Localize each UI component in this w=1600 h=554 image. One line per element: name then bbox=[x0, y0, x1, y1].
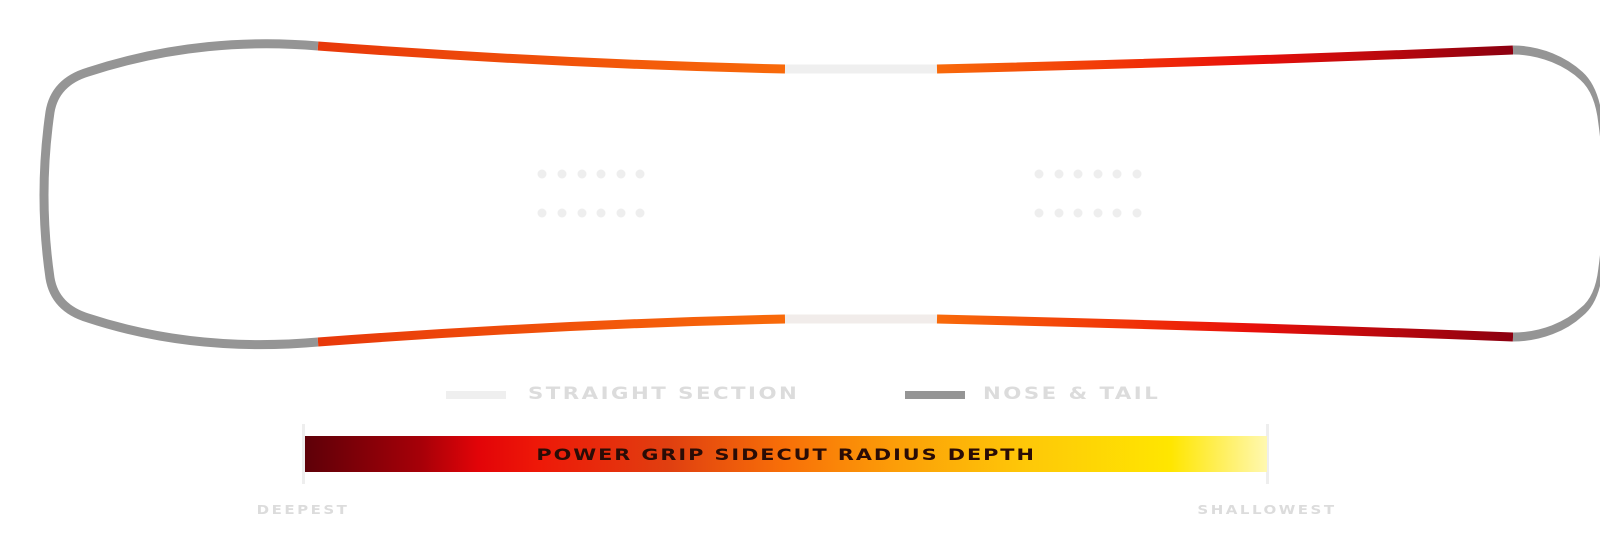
insert-hole bbox=[635, 169, 645, 179]
insert-hole bbox=[1112, 169, 1122, 179]
insert-hole bbox=[577, 208, 587, 218]
deepest-label: DEEPEST bbox=[256, 503, 350, 517]
insert-hole bbox=[1054, 208, 1064, 218]
sidecut-top-right bbox=[936, 45, 1514, 74]
insert-hole bbox=[1132, 169, 1142, 179]
sidecut-bottom-left bbox=[317, 314, 786, 347]
depth-gradient-bar: POWER GRIP SIDECUT RADIUS DEPTH bbox=[305, 436, 1267, 472]
insert-hole bbox=[1112, 208, 1122, 218]
insert-hole bbox=[616, 208, 626, 218]
nose-edge bbox=[39, 39, 319, 350]
straight-section-label: STRAIGHT SECTION bbox=[528, 384, 800, 404]
insert-hole bbox=[596, 208, 606, 218]
shallowest-label: SHALLOWEST bbox=[1197, 503, 1337, 517]
nose-tail-swatch bbox=[905, 391, 965, 399]
tail-edge bbox=[1512, 45, 1600, 342]
insert-hole bbox=[557, 208, 567, 218]
insert-hole bbox=[1093, 208, 1103, 218]
insert-hole bbox=[1132, 208, 1142, 218]
shallowest-tick bbox=[1266, 424, 1269, 484]
insert-hole bbox=[557, 169, 567, 179]
insert-holes bbox=[537, 169, 1142, 218]
insert-hole bbox=[596, 169, 606, 179]
insert-hole bbox=[635, 208, 645, 218]
sidecut-bottom-right bbox=[936, 314, 1514, 342]
insert-hole bbox=[1054, 169, 1064, 179]
straight-section-swatch bbox=[446, 391, 506, 399]
insert-hole bbox=[616, 169, 626, 179]
insert-hole bbox=[537, 169, 547, 179]
insert-hole bbox=[537, 208, 547, 218]
depth-scale-title: POWER GRIP SIDECUT RADIUS DEPTH bbox=[536, 444, 1036, 464]
insert-hole bbox=[1073, 169, 1083, 179]
insert-hole bbox=[1073, 208, 1083, 218]
nose-tail-label: NOSE & TAIL bbox=[983, 384, 1161, 404]
sidecut-top-left bbox=[317, 41, 786, 74]
insert-hole bbox=[1034, 169, 1044, 179]
deepest-tick bbox=[302, 424, 305, 484]
insert-hole bbox=[1093, 169, 1103, 179]
insert-hole bbox=[577, 169, 587, 179]
insert-hole bbox=[1034, 208, 1044, 218]
